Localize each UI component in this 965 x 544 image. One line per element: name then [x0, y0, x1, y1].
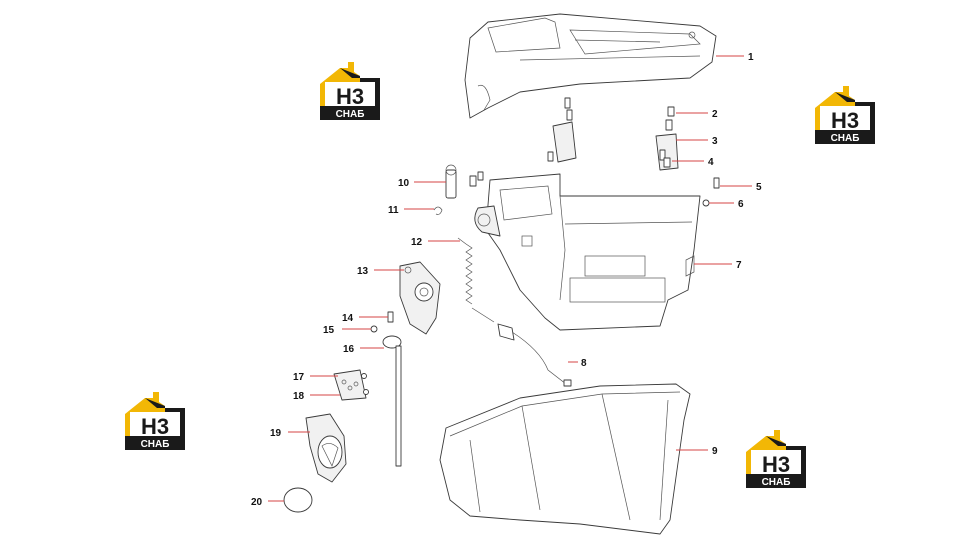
watermark-logo-4: H3 CHAБ: [746, 430, 806, 488]
watermark-small-text: CHAБ: [762, 477, 791, 488]
watermark-small-text: CHAБ: [336, 109, 365, 120]
callout-12: 12: [411, 237, 423, 248]
callout-13: 13: [357, 266, 369, 277]
callout-4: 4: [708, 157, 714, 168]
callout-9: 9: [712, 446, 718, 457]
callout-numbers: 1 2 3 4 5 6 7 8 9 10 11 12 13 14 15 16 1…: [251, 52, 762, 508]
callout-2: 2: [712, 109, 718, 120]
part-11-clip: [433, 206, 443, 215]
part-10-shaft-pin: [445, 164, 484, 199]
part-13-mechanism-plate: [399, 261, 441, 335]
part-19-lever-knob: [305, 413, 347, 483]
watermark-logo-2: H3 CHAБ: [815, 86, 875, 144]
callout-1: 1: [748, 52, 754, 63]
callout-11: 11: [388, 205, 399, 216]
callout-15: 15: [323, 325, 335, 336]
part-8-cable: [497, 323, 572, 387]
part-7-main-housing: [474, 173, 701, 331]
part-20-round-cap: [283, 487, 313, 513]
watermark-big-text: H3: [831, 108, 859, 133]
callout-7: 7: [736, 260, 742, 271]
part-9-lower-storage-box: [439, 383, 691, 535]
callout-5: 5: [756, 182, 762, 193]
part-12-spring: [457, 237, 495, 323]
part-14-16-pivot-rod: [370, 311, 402, 467]
watermark-big-text: H3: [762, 452, 790, 477]
watermark-big-text: H3: [141, 414, 169, 439]
part-6-nut: [702, 199, 710, 207]
callout-8: 8: [581, 358, 587, 369]
part-17-18-plate: [333, 369, 369, 401]
callout-14: 14: [342, 313, 354, 324]
callout-20: 20: [251, 497, 263, 508]
callout-18: 18: [293, 391, 305, 402]
part-screws-center: [547, 97, 577, 163]
callout-16: 16: [343, 344, 355, 355]
watermark-logo-1: H3 CHAБ: [320, 62, 380, 120]
callout-10: 10: [398, 178, 410, 189]
watermark-big-text: H3: [336, 84, 364, 109]
callout-6: 6: [738, 199, 744, 210]
part-1-top-console-cover: [464, 13, 717, 119]
callout-19: 19: [270, 428, 282, 439]
part-5-screw: [713, 177, 720, 189]
watermark-small-text: CHAБ: [831, 133, 860, 144]
callout-3: 3: [712, 136, 718, 147]
callout-17: 17: [293, 372, 305, 383]
watermark-small-text: CHAБ: [141, 439, 170, 450]
watermark-logo-3: H3 CHAБ: [125, 392, 185, 450]
leader-lines: [268, 55, 752, 502]
